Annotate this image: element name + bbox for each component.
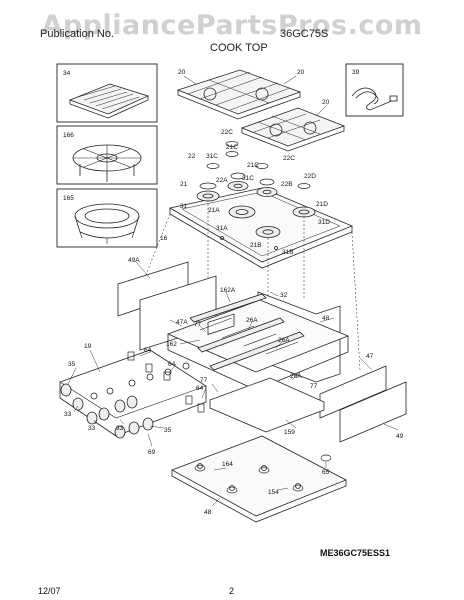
chassis-labels: 49A 162A 32 47A 77 26A 48 26A 162 19 35 … <box>64 257 404 516</box>
page-header: AppliancePartsPros.com Publication No. 3… <box>0 0 464 60</box>
feet[interactable] <box>194 454 332 494</box>
label-65: 65 <box>322 469 330 476</box>
label-22a: 22A <box>216 177 228 184</box>
inset-griddle[interactable]: 34 <box>56 63 158 123</box>
label-165: 165 <box>63 195 74 202</box>
label-22: 22 <box>188 153 196 160</box>
label-31d: 31D <box>318 219 330 226</box>
label-48: 48 <box>322 315 330 322</box>
label-77-a: 77 <box>194 321 202 328</box>
burner-caps[interactable] <box>199 141 311 190</box>
label-21c-a: 21C <box>226 144 238 151</box>
right-panel-49[interactable] <box>339 381 407 443</box>
label-26a-a: 26A <box>246 317 258 324</box>
inset-wire-harness[interactable]: 39 <box>345 63 404 117</box>
burner-heads[interactable] <box>196 181 316 250</box>
label-21b: 21B <box>250 242 262 249</box>
label-32: 32 <box>280 292 288 299</box>
label-164: 164 <box>222 461 233 468</box>
label-19: 19 <box>84 343 92 350</box>
tray-159[interactable] <box>209 377 325 433</box>
label-39: 39 <box>352 69 360 76</box>
label-20-left: 20 <box>178 69 186 76</box>
label-162: 162 <box>166 341 177 348</box>
model-family-caption: 36GC75S <box>280 28 329 40</box>
label-33-c: 33 <box>116 425 124 432</box>
label-22c-a: 22C <box>221 129 233 136</box>
label-33-a: 33 <box>64 411 72 418</box>
watermark-text: AppliancePartsPros.com <box>41 10 423 41</box>
model-code: ME36GC75ESS1 <box>320 548 391 558</box>
label-69: 69 <box>148 449 156 456</box>
label-31c-b: 31C <box>242 175 254 182</box>
inset-wok-ring[interactable]: 165 <box>56 188 158 248</box>
gas-valves[interactable] <box>127 351 205 413</box>
label-48-base: 48 <box>204 509 212 516</box>
base-plate-48[interactable] <box>171 435 347 523</box>
cap-labels: 22C 21C 22 31C 21C 22C 21 22A 31C 22B 22… <box>180 129 316 188</box>
label-21c-b: 21C <box>247 162 259 169</box>
footer-page-number: 2 <box>229 586 235 596</box>
label-22d: 22D <box>304 173 316 180</box>
label-34: 34 <box>63 70 71 77</box>
label-21d: 21D <box>316 201 328 208</box>
label-20-rear: 20 <box>322 99 330 106</box>
label-26a-c: 26A <box>290 373 302 380</box>
label-64-b: 64 <box>168 361 176 368</box>
label-21: 21 <box>180 181 188 188</box>
label-77-b: 77 <box>200 377 208 384</box>
grate-left-and-center[interactable]: 20 20 <box>176 69 305 120</box>
label-47: 47 <box>366 353 374 360</box>
label-31: 31 <box>180 203 188 210</box>
label-20-right: 20 <box>297 69 305 76</box>
label-16: 16 <box>160 235 168 242</box>
label-77-c: 77 <box>310 383 318 390</box>
label-22b: 22B <box>281 181 293 188</box>
cooktop-surface[interactable] <box>168 187 354 269</box>
label-49a: 49A <box>128 257 140 264</box>
label-64-a: 64 <box>144 347 152 354</box>
publication-caption: Publication No. <box>40 28 114 40</box>
label-159: 159 <box>284 429 295 436</box>
label-31b: 31B <box>282 249 294 256</box>
label-64-c: 64 <box>196 385 204 392</box>
leader-lines <box>67 261 399 507</box>
label-31a: 31A <box>216 225 228 232</box>
label-47a: 47A <box>176 319 188 326</box>
inset-grate-insert[interactable]: 166 <box>56 125 158 185</box>
cooktop-labels: 31 21A 21D 31D 31A 21B 31B 16 <box>160 201 330 256</box>
section-title: COOK TOP <box>210 42 268 54</box>
label-49: 49 <box>396 433 404 440</box>
footer-date: 12/07 <box>38 586 61 596</box>
grate-rear-right[interactable]: 20 <box>240 99 346 152</box>
label-21a: 21A <box>208 207 220 214</box>
label-33-b: 33 <box>88 425 96 432</box>
label-154: 154 <box>268 489 279 496</box>
label-31c-a: 31C <box>206 153 218 160</box>
label-22c-b: 22C <box>283 155 295 162</box>
label-166: 166 <box>63 132 74 139</box>
label-35-b: 35 <box>164 427 172 434</box>
label-26a-b: 26A <box>278 337 290 344</box>
label-35-a: 35 <box>68 361 76 368</box>
label-162a: 162A <box>220 287 236 294</box>
manifold-rails[interactable] <box>189 293 305 371</box>
